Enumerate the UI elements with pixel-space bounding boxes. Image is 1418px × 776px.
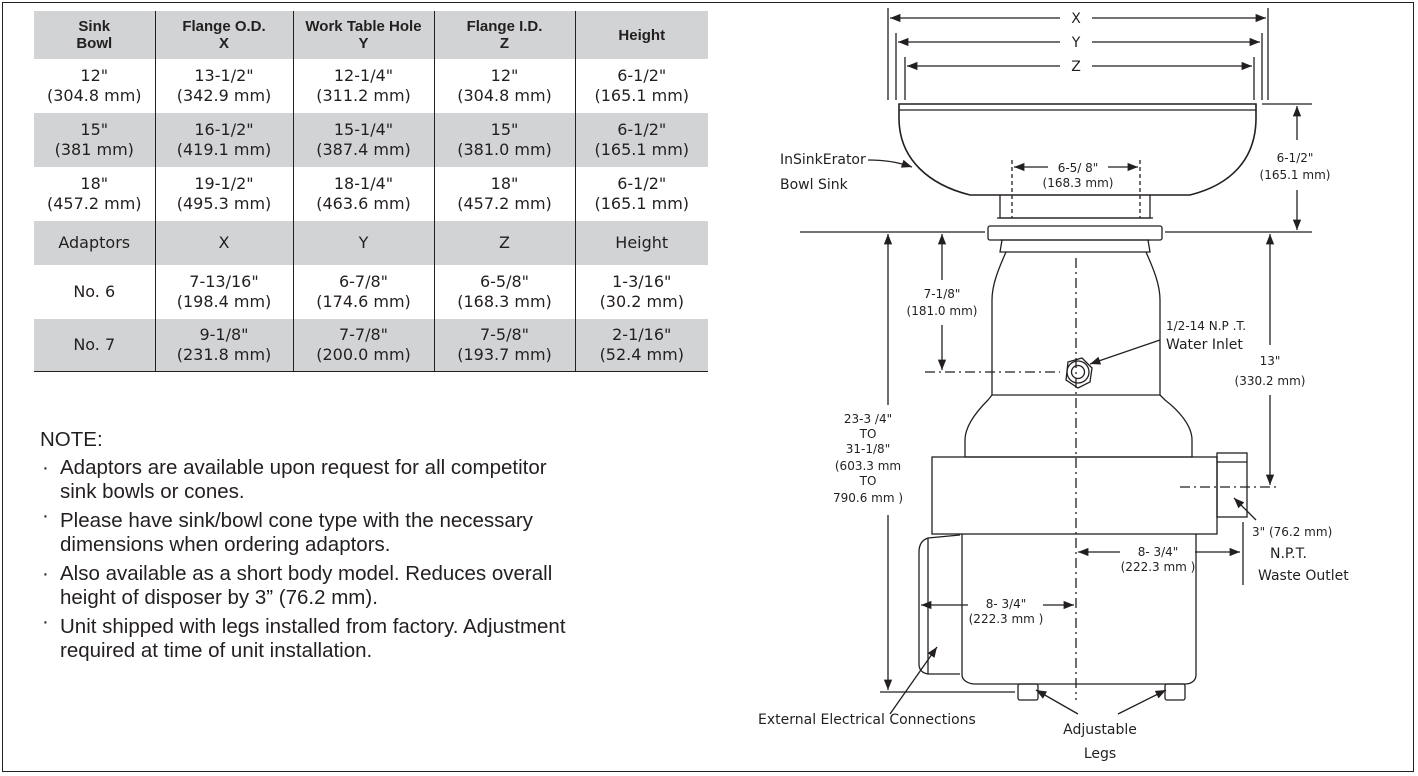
table-row: 15"(381 mm) 16-1/2"(419.1 mm) 15-1/4"(38… xyxy=(34,113,708,167)
outlet-height-dimension-line1: 13" xyxy=(1260,354,1281,368)
overall-height-dimension-line6: 790.6 mm ) xyxy=(833,491,903,505)
adjustable-legs-label-line2: Legs xyxy=(1084,746,1116,762)
bowl-sink-label-line1: InSinkErator xyxy=(780,152,866,168)
table-cell: 6-1/2"(165.1 mm) xyxy=(574,113,708,167)
header-flange-id: Flange I.D.Z xyxy=(433,11,575,59)
overall-height-dimension-line1: 23-3 /4" xyxy=(844,412,892,426)
overall-height-dimension-line5: TO xyxy=(859,474,877,488)
notes-list: ·Adaptors are available upon request for… xyxy=(40,456,680,663)
header-flange-od: Flange O.D.X xyxy=(154,11,293,59)
table-cell: 15"(381 mm) xyxy=(34,113,155,167)
outlet-height-dimension-line2: (330.2 mm) xyxy=(1235,374,1306,388)
dimension-z-label: Z xyxy=(1071,59,1081,75)
waste-outlet-label-line2: N.P.T. xyxy=(1270,546,1307,562)
table-cell: Height xyxy=(574,221,708,265)
bowl-sink-label-line2: Bowl Sink xyxy=(780,177,849,193)
table-cell: 2-1/16"(52.4 mm) xyxy=(574,319,708,372)
table-cell: X xyxy=(154,221,293,265)
table-cell: 6-1/2"(165.1 mm) xyxy=(574,167,708,221)
table-cell: 18"(457.2 mm) xyxy=(46,174,142,213)
table-cell: Adaptors xyxy=(34,221,155,265)
table-cell: 13-1/2"(342.9 mm) xyxy=(154,59,293,113)
table-cell: Z xyxy=(433,221,575,265)
table-cell: 7-5/8"(193.7 mm) xyxy=(433,319,575,372)
list-item: ·Also available as a short body model. R… xyxy=(42,562,553,609)
waste-outlet-label-line1: 3" (76.2 mm) xyxy=(1252,525,1332,539)
table-cell: 1-3/16"(30.2 mm) xyxy=(574,265,708,319)
flange-id-dimension-line1: 6-5/ 8" xyxy=(1058,161,1099,175)
overall-height-dimension-line4: (603.3 mm xyxy=(835,459,901,473)
dimension-x-label: X xyxy=(1071,11,1081,27)
inlet-height-dimension-line1: 7-1/8" xyxy=(924,287,961,301)
bowl-height-dimension-line2: (165.1 mm) xyxy=(1260,168,1331,182)
table-cell: 19-1/2"(495.3 mm) xyxy=(154,167,293,221)
table-cell: 15-1/4"(387.4 mm) xyxy=(292,113,434,167)
table-cell: 12-1/4"(311.2 mm) xyxy=(292,59,434,113)
table-cell: 16-1/2"(419.1 mm) xyxy=(154,113,293,167)
table-cell: 12"(304.8 mm) xyxy=(433,59,575,113)
header-height: Height xyxy=(574,11,708,59)
table-cell: 6-5/8"(168.3 mm) xyxy=(433,265,575,319)
bullet-icon: · xyxy=(42,504,49,527)
water-inlet-label-line1: 1/2-14 N.P .T. xyxy=(1166,319,1246,333)
table-row: 18"(457.2 mm) 19-1/2"(495.3 mm) 18-1/4"(… xyxy=(34,167,708,221)
outlet-offset-dimension-line1: 8- 3/4" xyxy=(1138,545,1179,559)
adjustable-legs-label-line1: Adjustable xyxy=(1063,722,1137,738)
table-cell: Y xyxy=(292,221,434,265)
notes-heading: NOTE: xyxy=(40,428,103,451)
table-cell: 6-1/2"(165.1 mm) xyxy=(574,59,708,113)
table-cell: 15"(381.0 mm) xyxy=(433,113,575,167)
overall-height-dimension-line2: TO xyxy=(859,427,877,441)
bowl-height-dimension-line1: 6-1/2" xyxy=(1277,151,1314,165)
list-item: ·Please have sink/bowl cone type with th… xyxy=(42,504,533,556)
table-row: No. 6 7-13/16"(198.4 mm) 6-7/8"(174.6 mm… xyxy=(34,265,708,319)
overall-height-dimension-line3: 31-1/8" xyxy=(846,442,890,456)
table-row-adaptors-header: Adaptors X Y Z Height xyxy=(34,221,708,265)
list-item: ·Adaptors are available upon request for… xyxy=(42,456,547,503)
table-cell: No. 6 xyxy=(73,282,116,301)
waste-outlet-label-line3: Waste Outlet xyxy=(1258,568,1349,584)
table-row: 12"(304.8 mm) 13-1/2"(342.9 mm) 12-1/4"(… xyxy=(34,59,708,113)
electrical-offset-dimension-line1: 8- 3/4" xyxy=(986,597,1027,611)
table-cell: 7-7/8"(200.0 mm) xyxy=(292,319,434,372)
bullet-icon: · xyxy=(42,456,49,479)
flange-id-dimension-line2: (168.3 mm) xyxy=(1043,176,1114,190)
disposer-dimension-drawing: X Y Z InSinkErator Bowl Sink 6-5/ 8" (16… xyxy=(758,8,1349,762)
table-cell: No. 7 xyxy=(34,319,155,372)
table-cell: 6-7/8"(174.6 mm) xyxy=(292,265,434,319)
list-item: ·Unit shipped with legs installed from f… xyxy=(42,610,566,662)
table-cell: 9-1/8"(231.8 mm) xyxy=(154,319,293,372)
water-inlet-label-line2: Water Inlet xyxy=(1166,337,1243,353)
dimension-y-label: Y xyxy=(1071,35,1081,51)
notes-section: NOTE: ·Adaptors are available upon reque… xyxy=(40,428,680,668)
table-cell: 7-13/16"(198.4 mm) xyxy=(154,265,293,319)
outlet-offset-dimension-line2: (222.3 mm ) xyxy=(1121,560,1196,574)
inlet-height-dimension-line2: (181.0 mm) xyxy=(907,304,978,318)
bullet-icon: · xyxy=(42,610,49,633)
electrical-offset-dimension-line2: (222.3 mm ) xyxy=(969,612,1044,626)
table-cell: 18"(457.2 mm) xyxy=(433,167,575,221)
bullet-icon: · xyxy=(42,562,49,585)
table-row: No. 7 9-1/8"(231.8 mm) 7-7/8"(200.0 mm) … xyxy=(34,319,708,372)
table-cell: 12"(304.8 mm) xyxy=(46,66,142,105)
electrical-connections-label: External Electrical Connections xyxy=(758,712,976,728)
table-cell: 18-1/4"(463.6 mm) xyxy=(292,167,434,221)
